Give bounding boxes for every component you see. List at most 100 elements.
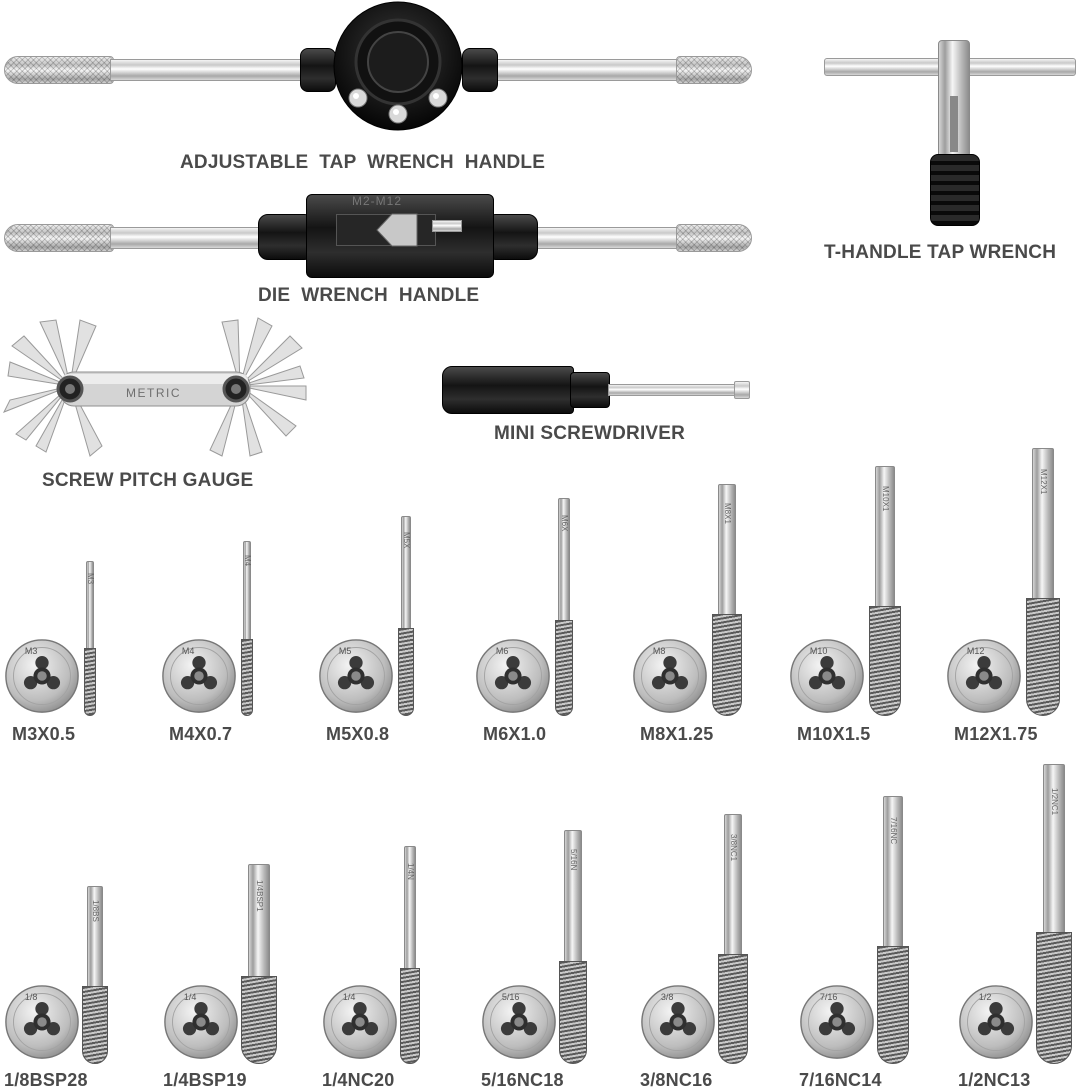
handle-grip-left (4, 56, 114, 84)
tap-thread (1026, 598, 1060, 716)
tap: M10X1 (869, 466, 901, 716)
round-die: 7/16 (799, 984, 875, 1060)
round-die: 1/4 (163, 984, 239, 1060)
size-label: M8X1.25 (640, 724, 714, 744)
tap-thread (555, 620, 573, 716)
screwdriver-handle (442, 366, 574, 414)
tap-size-marking: 1/8BS (91, 900, 100, 923)
tap: 7/16NC (877, 796, 909, 1064)
tap: 3/8NC1 (718, 814, 748, 1064)
tap: 5/16N (559, 830, 587, 1064)
die-size-marking: M3 (24, 645, 38, 656)
round-die: M8 (632, 638, 708, 714)
t-shaft-slot (950, 96, 958, 152)
tap-thread (84, 647, 96, 716)
handle-bar-right (530, 227, 690, 249)
die-size-marking: M5 (338, 645, 352, 656)
label-die-wrench-handle: DIE WRENCH HANDLE (258, 285, 480, 306)
screw-pitch-gauge (2, 317, 307, 457)
die-size-marking: M12 (966, 645, 985, 656)
size-label: M5X0.8 (326, 724, 390, 744)
tap: 1/4BSP1 (241, 864, 277, 1064)
handle-grip-right (676, 56, 752, 84)
tap: M5X (398, 516, 414, 716)
die-size-marking: M6 (495, 645, 509, 656)
label-screw-pitch-gauge: SCREW PITCH GAUGE (42, 470, 254, 491)
tap-thread (869, 606, 901, 716)
tap-size-marking: 3/8NC1 (729, 834, 738, 862)
round-die: M3 (4, 638, 80, 714)
tap-thread (241, 639, 253, 716)
tap-thread (1036, 932, 1072, 1064)
tap-size-marking: M10X1 (881, 486, 890, 512)
t-handle-tap-wrench (820, 36, 1080, 236)
size-label: M10X1.5 (797, 724, 871, 744)
collar-left (300, 48, 336, 92)
screwdriver-shaft (608, 384, 738, 396)
size-label: M6X1.0 (483, 724, 547, 744)
mini-screwdriver (440, 364, 760, 416)
round-die: 1/4 (322, 984, 398, 1060)
size-label: M4X0.7 (169, 724, 233, 744)
tap-thread (877, 946, 909, 1064)
size-label: 5/16NC18 (481, 1070, 564, 1090)
handle-bar-left (110, 59, 310, 81)
pitch-gauge-engraving: METRIC (126, 386, 181, 400)
tap-thread (559, 961, 587, 1064)
adjustable-tap-wrench-handle (0, 0, 760, 150)
tap-thread (82, 985, 108, 1064)
die-size-marking: 7/16 (819, 991, 838, 1002)
tap-thread (712, 613, 742, 716)
size-label: 3/8NC16 (640, 1070, 713, 1090)
collar-right (486, 214, 538, 260)
round-die: M12 (946, 638, 1022, 714)
size-label: 1/2NC13 (958, 1070, 1031, 1090)
tap-thread (241, 976, 277, 1064)
round-die: 3/8 (640, 984, 716, 1060)
size-label: M3X0.5 (12, 724, 76, 744)
tap: M8X1 (712, 484, 742, 716)
tap-size-marking: 1/4BSP1 (255, 880, 264, 912)
round-die: M6 (475, 638, 551, 714)
round-die: 1/2 (958, 984, 1034, 1060)
tap-size-marking: 1/2NC1 (1050, 788, 1059, 816)
round-die: M4 (161, 638, 237, 714)
die-wrench-handle: M2-M12 (0, 190, 760, 280)
tap: 1/4N (400, 846, 420, 1064)
die-stock-ring (333, 1, 463, 131)
die-size-marking: 1/8 (24, 991, 38, 1002)
size-label: 7/16NC14 (799, 1070, 882, 1090)
tap: M6X (555, 498, 573, 716)
die-size-marking: M4 (181, 645, 195, 656)
round-die: 5/16 (481, 984, 557, 1060)
round-die: M10 (789, 638, 865, 714)
tap: M4 (241, 541, 253, 716)
tap-thread (718, 954, 748, 1064)
label-mini-screwdriver: MINI SCREWDRIVER (494, 423, 686, 444)
tap-thread (398, 628, 414, 716)
screwdriver-ferrule (570, 372, 610, 408)
tap-size-marking: M3 (86, 573, 95, 585)
tap: 1/2NC1 (1036, 764, 1072, 1064)
tap-size-marking: 1/4N (406, 863, 415, 881)
tap-size-marking: 5/16N (569, 848, 578, 871)
tap-size-marking: M12X1 (1039, 469, 1048, 495)
die-size-marking: M8 (652, 645, 666, 656)
handle-grip-left (4, 224, 114, 252)
size-label: 1/4BSP19 (163, 1070, 247, 1090)
tap-size-marking: M8X1 (723, 502, 732, 524)
collar-left (258, 214, 314, 260)
collar-right (462, 48, 498, 92)
round-die: 1/8 (4, 984, 80, 1060)
label-adjustable-tap-wrench-handle: ADJUSTABLE TAP WRENCH HANDLE (180, 152, 546, 173)
die-size-marking: 1/4 (183, 991, 197, 1002)
tap-size-marking: 7/16NC (889, 817, 898, 845)
size-label: 1/4NC20 (322, 1070, 395, 1090)
round-die: M5 (318, 638, 394, 714)
label-t-handle-tap-wrench: T-HANDLE TAP WRENCH (824, 242, 1057, 263)
die-wrench-engraving: M2-M12 (352, 194, 403, 208)
die-size-marking: 5/16 (501, 991, 520, 1002)
adjust-screw (432, 220, 462, 232)
die-jaw (376, 213, 418, 247)
handle-grip-right (676, 224, 752, 252)
